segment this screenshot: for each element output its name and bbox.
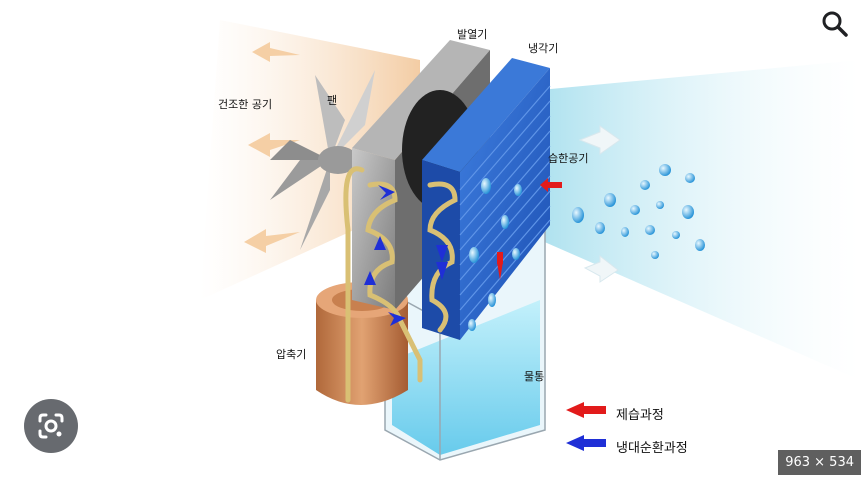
search-button[interactable] <box>819 8 851 40</box>
evaporator-label: 냉각기 <box>528 40 558 56</box>
condenser-label: 발열기 <box>457 26 487 42</box>
google-lens-button[interactable] <box>24 399 78 453</box>
image-dimensions-badge: 963 × 534 <box>778 450 861 475</box>
humid-air-flow <box>540 60 860 380</box>
compressor-label: 압축기 <box>276 346 306 362</box>
legend-refrigeration-cycle: 냉대순환과정 <box>616 437 688 456</box>
water-tank-label: 물통 <box>524 368 544 384</box>
humid-air-label: 습한공기 <box>548 150 588 166</box>
fan-label: 팬 <box>327 92 337 108</box>
dry-air-label: 건조한 공기 <box>218 96 272 112</box>
legend-dehumidification: 제습과정 <box>616 404 664 423</box>
legend-arrows <box>566 402 606 451</box>
google-lens-icon <box>24 399 78 453</box>
search-icon <box>819 8 851 40</box>
